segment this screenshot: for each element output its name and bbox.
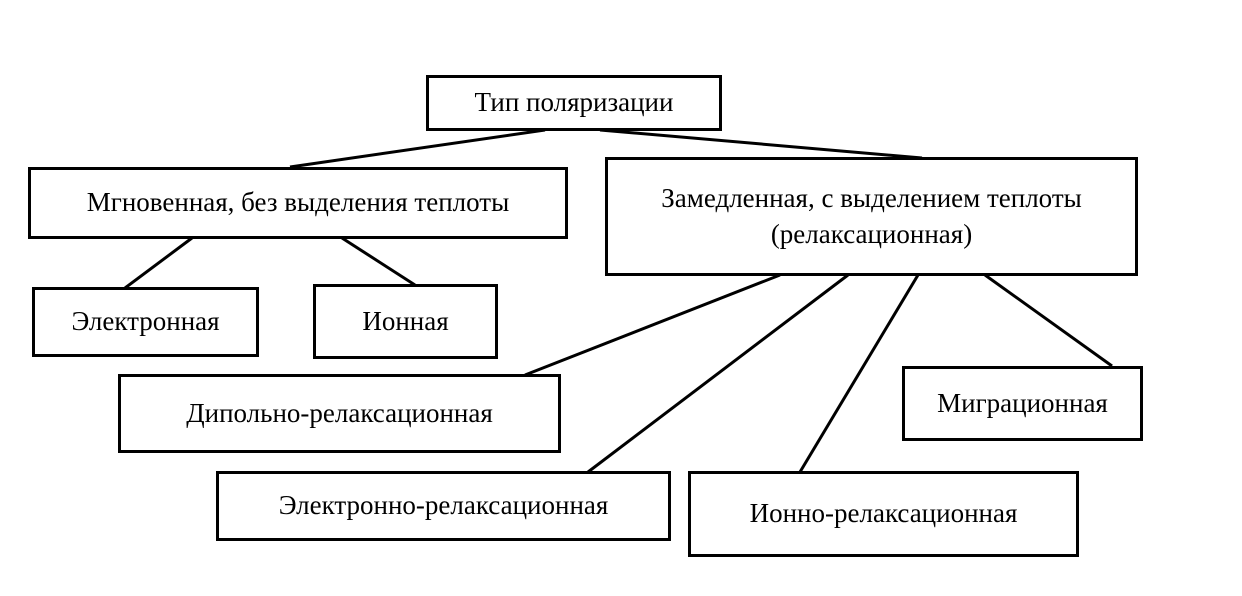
node-dipole-relax: Дипольно-релаксационная (118, 374, 561, 453)
node-migration: Миграционная (902, 366, 1143, 441)
edge-root-delayed (599, 128, 923, 160)
node-delayed-line1: Замедленная, с выделением теплоты (661, 183, 1082, 214)
edge-delayed-ion-relax (798, 274, 920, 473)
node-dipole-relax-label: Дипольно-релаксационная (186, 397, 493, 428)
edge-delayed-electron-relax (587, 273, 849, 474)
node-migration-label: Миграционная (937, 387, 1108, 418)
node-instant: Мгновенная, без выделения теплоты (28, 167, 568, 239)
node-root: Тип поляризации (426, 75, 722, 131)
node-root-label: Тип поляризации (474, 87, 674, 118)
node-delayed-line2: (релаксационная) (770, 218, 973, 249)
edge-root-instant (289, 128, 546, 169)
edge-delayed-dipole (524, 273, 781, 377)
node-ionic-label: Ионная (362, 305, 449, 336)
node-instant-label: Мгновенная, без выделения теплоты (86, 187, 510, 218)
edge-instant-ionic (341, 236, 416, 287)
node-delayed: Замедленная, с выделением теплоты (релак… (605, 157, 1138, 276)
node-ion-relax: Ионно-релаксационная (688, 471, 1079, 557)
node-electronic: Электронная (32, 287, 259, 357)
node-electronic-label: Электронная (71, 306, 220, 337)
node-electron-relax: Электронно-релаксационная (216, 471, 671, 541)
node-ion-relax-label: Ионно-релаксационная (749, 498, 1018, 529)
node-electron-relax-label: Электронно-релаксационная (278, 490, 609, 521)
edge-instant-electronic (124, 236, 193, 290)
node-ionic: Ионная (313, 284, 498, 359)
edge-delayed-migration (984, 273, 1113, 368)
